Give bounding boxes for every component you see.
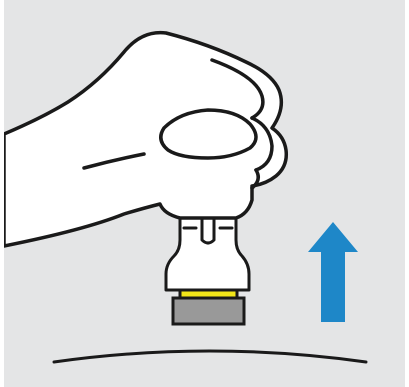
skin-surface-line [52,349,368,364]
instruction-illustration [4,0,405,387]
up-arrow-icon [308,222,358,322]
hand-icon [4,30,289,248]
finger-crease-upper [210,58,265,120]
finger-crease-lower [250,168,260,190]
thumb [159,108,258,160]
autoinjector-icon [164,203,251,326]
palm-crease [82,152,146,170]
injector-tip-cap [171,296,246,326]
illustration-panel [4,0,405,387]
injector-body [164,203,251,292]
hand-silhouette [4,30,289,248]
finger-crease-middle [250,116,274,172]
